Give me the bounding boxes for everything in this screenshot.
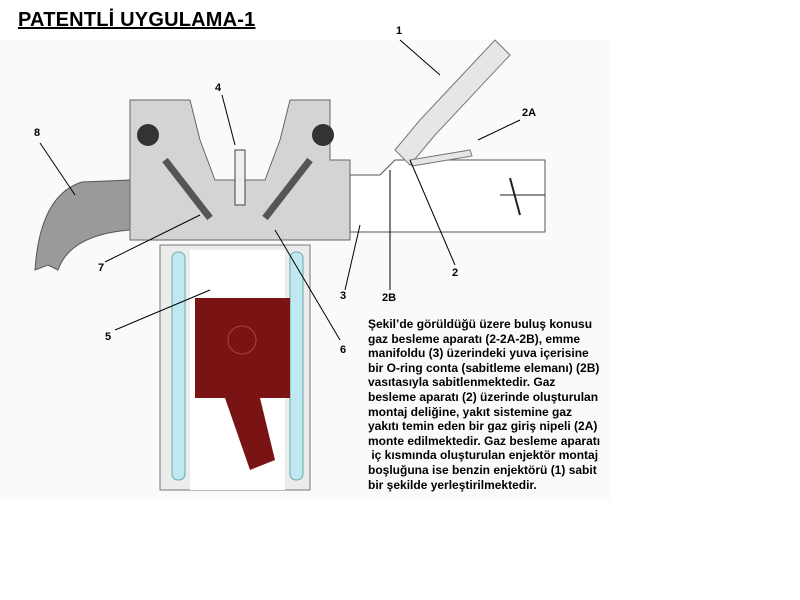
description-line: Şekil’de görüldüğü üzere buluş konusu <box>368 317 593 331</box>
label-8: 8 <box>34 127 41 139</box>
piston-pin <box>227 325 257 355</box>
intake-manifold <box>349 159 546 233</box>
label-2a: 2A <box>522 107 537 119</box>
description-line: monte edilmektedir. Gaz besleme aparatı <box>368 433 601 448</box>
cylinder-liner-left <box>171 251 186 481</box>
description-line: gaz besleme aparatı (2-2A-2B), emme <box>368 331 581 346</box>
description-line: bir O-ring conta (sabitleme elemanı) (2B… <box>368 360 600 375</box>
fuel-injector <box>394 39 511 166</box>
label-4: 4 <box>215 82 222 94</box>
label-6: 6 <box>340 344 347 356</box>
description-line: bir şekilde yerleştirilmektedir. <box>368 477 537 492</box>
label-5: 5 <box>105 331 112 343</box>
description-line: vasıtasıyla sabitlenmektedir. Gaz <box>368 375 556 390</box>
description-line: montaj deliğine, yakıt sistemine gaz <box>368 404 573 419</box>
label-1: 1 <box>396 25 403 37</box>
exhaust-pipe <box>34 179 131 271</box>
camshaft-left <box>137 124 159 146</box>
cylinder-liner-right <box>289 251 304 481</box>
throttle-valve <box>509 177 521 216</box>
description-line: besleme aparatı (2) üzerinde oluşturulan <box>368 389 599 404</box>
label-7: 7 <box>98 262 105 274</box>
intake-valve-left <box>162 157 213 221</box>
valve-right <box>262 157 313 221</box>
label-2: 2 <box>452 267 459 279</box>
description-line: boşluğuna ise benzin enjektörü (1) sabit <box>368 462 597 477</box>
camshaft-right <box>312 124 334 146</box>
description-line: iç kısmında oluşturulan enjektör montaj <box>368 448 599 463</box>
piston <box>195 298 290 398</box>
leader-lines <box>39 39 521 341</box>
label-2b: 2B <box>382 292 397 304</box>
spark-plug <box>234 149 246 206</box>
connecting-rod <box>225 398 275 470</box>
page-title: PATENTLİ UYGULAMA-1 <box>18 9 256 31</box>
description-line: manifoldu (3) üzerindeki yuva içerisine <box>368 346 589 361</box>
description-line: yakıtı temin eden bir gaz giriş nipeli (… <box>368 419 598 434</box>
label-3: 3 <box>340 290 347 302</box>
